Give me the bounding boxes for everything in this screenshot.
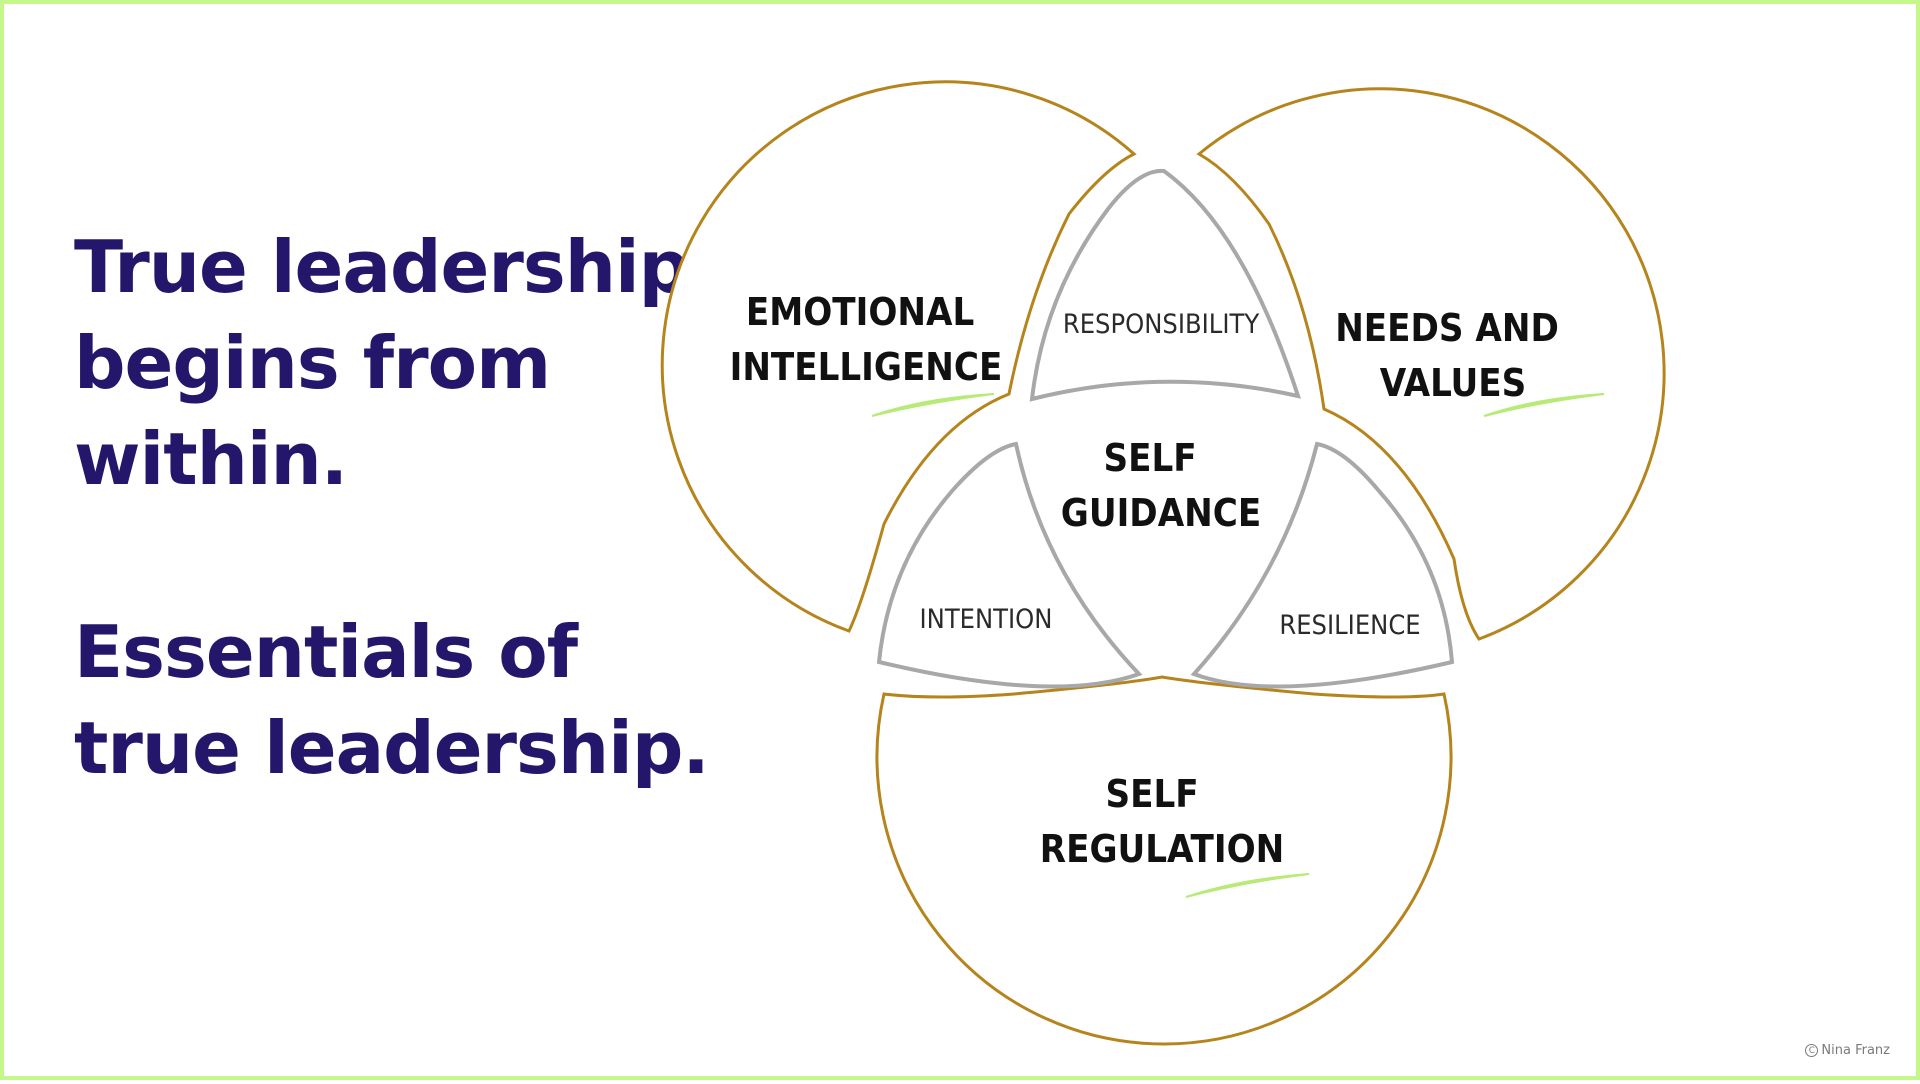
accent-swoosh <box>1483 393 1605 417</box>
label-resilience: RESILIENCE <box>1279 610 1420 641</box>
inner-petal-resilience <box>1190 441 1455 689</box>
self-guidance-diagram: EMOTIONAL INTELLIGENCE NEEDS AND VALUES … <box>660 80 1666 1046</box>
accent-swoosh <box>1185 873 1310 898</box>
label-needs-and-values: NEEDS AND VALUES <box>1335 306 1571 405</box>
petal-emotional-intelligence <box>660 80 1137 633</box>
heading-line: within. <box>74 417 348 501</box>
copyright-icon: C <box>1805 1044 1819 1057</box>
label-intention: INTENTION <box>920 604 1053 635</box>
petal-needs-and-values <box>1196 87 1666 641</box>
inner-petal-responsibility <box>1029 168 1301 402</box>
copyright-notice: C Nina Franz <box>1805 1043 1890 1058</box>
heading-true-leadership: True leadership begins from within. <box>74 219 690 507</box>
heading-essentials: Essentials of true leadership. <box>74 604 710 796</box>
heading-line: True leadership <box>74 225 690 309</box>
label-responsibility: RESPONSIBILITY <box>1063 309 1259 340</box>
label-self-guidance: SELF GUIDANCE <box>1061 436 1261 535</box>
label-self-regulation: SELF REGULATION <box>1040 772 1285 871</box>
accent-swoosh <box>871 393 995 417</box>
inner-petal-intention <box>876 441 1143 689</box>
heading-line: true leadership. <box>74 706 710 790</box>
copyright-author: Nina Franz <box>1821 1043 1890 1058</box>
petal-self-regulation <box>875 675 1453 1046</box>
label-emotional-intelligence: EMOTIONAL INTELLIGENCE <box>730 290 1003 389</box>
heading-line: Essentials of <box>74 610 578 694</box>
heading-line: begins from <box>74 321 551 405</box>
